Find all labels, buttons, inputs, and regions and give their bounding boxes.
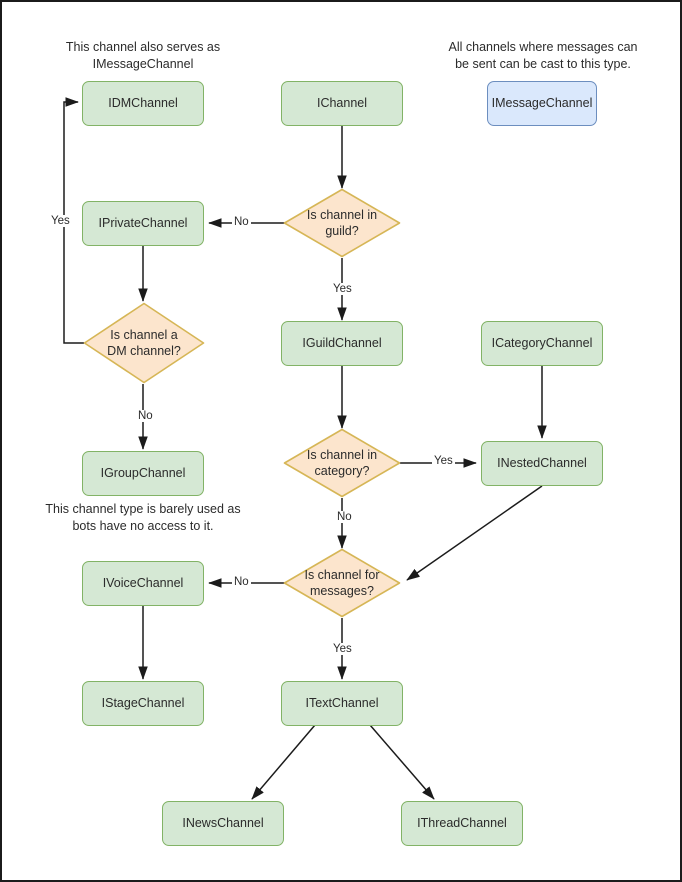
node-idmchannel-label: IDMChannel [108,95,178,110]
decision-messages-shape [283,548,401,618]
decision-category-shape [283,428,401,498]
decision-guild-text: Is channel in guild? [283,188,401,258]
node-itextchannel-label: ITextChannel [305,695,379,710]
decision-guild-line1: Is channel in [306,207,378,222]
edge-label-category-yes: Yes [432,455,455,467]
node-ivoicechannel[interactable]: IVoiceChannel [82,561,204,606]
node-igroupchannel[interactable]: IGroupChannel [82,451,204,496]
edge-label-dm-no: No [136,410,155,422]
edge-label-guild-no: No [232,216,251,228]
node-ichannel-label: IChannel [316,95,368,110]
decision-messages-text: Is channel for messages? [283,548,401,618]
edge-label-category-no: No [335,511,354,523]
node-ivoicechannel-label: IVoiceChannel [102,575,184,590]
node-imessagechannel-label: IMessageChannel [491,95,593,110]
caption-dm-channel: This channel also serves as IMessageChan… [65,40,221,71]
caption-message-channel: All channels where messages can be sent … [448,40,638,71]
node-inestedchannel-label: INestedChannel [497,455,587,470]
edge-label-messages-yes: Yes [331,643,354,655]
node-itextchannel[interactable]: ITextChannel [281,681,403,726]
decision-dm-shape [83,302,205,384]
decision-guild-shape [283,188,401,258]
node-iguildchannel[interactable]: IGuildChannel [281,321,403,366]
node-ithreadchannel-label: IThreadChannel [417,815,507,830]
node-ichannel[interactable]: IChannel [281,81,403,126]
node-iguildchannel-label: IGuildChannel [302,335,382,350]
decision-category-line1: Is channel in [306,447,378,462]
decision-messages-line2: messages? [310,584,374,598]
node-ithreadchannel[interactable]: IThreadChannel [401,801,523,846]
edge-label-dm-yes: Yes [49,215,72,227]
node-icategorychannel[interactable]: ICategoryChannel [481,321,603,366]
node-idmchannel[interactable]: IDMChannel [82,81,204,126]
node-istagechannel-label: IStageChannel [101,695,185,710]
node-inestedchannel[interactable]: INestedChannel [481,441,603,486]
decision-is-channel-in-guild[interactable]: Is channel in guild? [283,188,401,258]
caption-group-channel: This channel type is barely used as bots… [45,502,241,533]
edge-label-guild-yes: Yes [331,283,354,295]
edge-label-messages-no: No [232,576,251,588]
decision-guild-line2: guild? [325,224,359,238]
node-iprivatechannel[interactable]: IPrivateChannel [82,201,204,246]
decision-dm-text: Is channel a DM channel? [83,302,205,384]
node-igroupchannel-label: IGroupChannel [100,465,186,480]
node-istagechannel[interactable]: IStageChannel [82,681,204,726]
node-imessagechannel[interactable]: IMessageChannel [487,81,597,126]
node-inewschannel-label: INewsChannel [182,815,264,830]
decision-dm-line1: Is channel a [110,327,178,342]
decision-dm-line2: DM channel? [107,344,181,358]
decision-is-channel-a-dm-channel[interactable]: Is channel a DM channel? [83,302,205,384]
decision-messages-line1: Is channel for [304,567,380,582]
decision-is-channel-for-messages[interactable]: Is channel for messages? [283,548,401,618]
decision-category-line2: category? [314,464,370,478]
decision-is-channel-in-category[interactable]: Is channel in category? [283,428,401,498]
node-iprivatechannel-label: IPrivateChannel [98,215,188,230]
node-inewschannel[interactable]: INewsChannel [162,801,284,846]
node-icategorychannel-label: ICategoryChannel [491,335,593,350]
decision-category-text: Is channel in category? [283,428,401,498]
